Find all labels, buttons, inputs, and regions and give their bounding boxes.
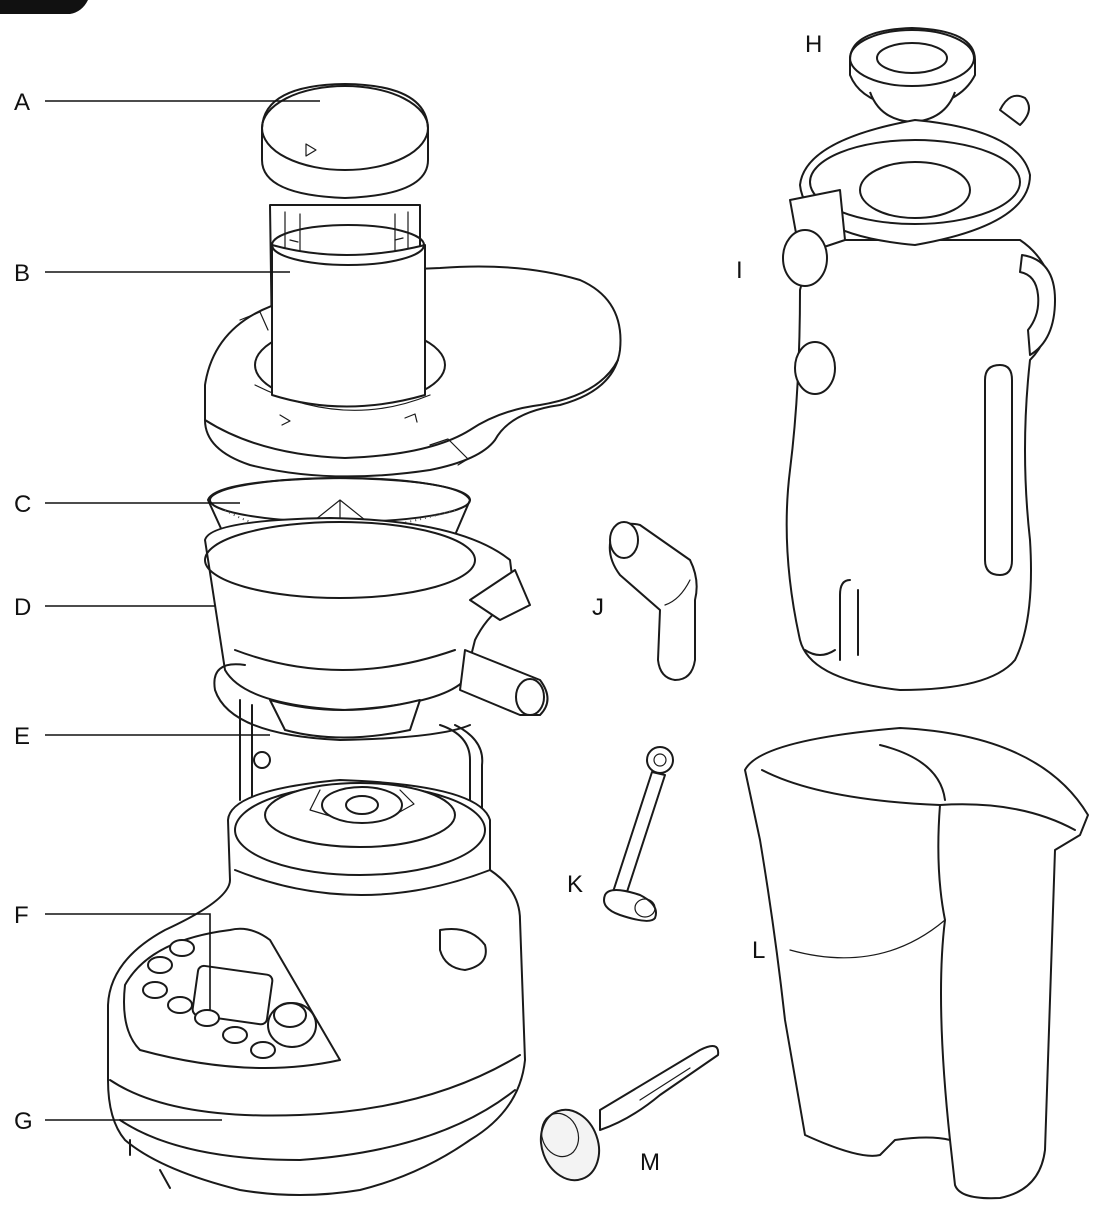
corner-tab [0, 0, 88, 14]
juicing-bowl [204, 517, 549, 739]
label-f: F [14, 902, 29, 929]
cleaning-brush [539, 1045, 720, 1182]
label-d: D [14, 594, 31, 621]
label-g: G [14, 1108, 33, 1135]
leader-f [45, 913, 211, 1010]
label-j: J [592, 594, 604, 621]
clamp-ring [213, 663, 484, 936]
label-i: I [736, 257, 743, 284]
spout-cap [608, 521, 698, 681]
label-l: L [752, 937, 765, 964]
feed-chute-lid [204, 224, 622, 478]
label-a: A [14, 89, 30, 116]
label-k: K [567, 871, 583, 898]
cleaning-tool [603, 746, 674, 922]
juice-jug [782, 94, 1056, 691]
label-m: M [640, 1149, 660, 1176]
label-h: H [805, 31, 822, 58]
motor-base [107, 779, 526, 1196]
label-c: C [14, 491, 31, 518]
label-b: B [14, 260, 30, 287]
label-e: E [14, 723, 30, 750]
jug-lid [849, 27, 976, 123]
pulp-container [744, 727, 1089, 1200]
